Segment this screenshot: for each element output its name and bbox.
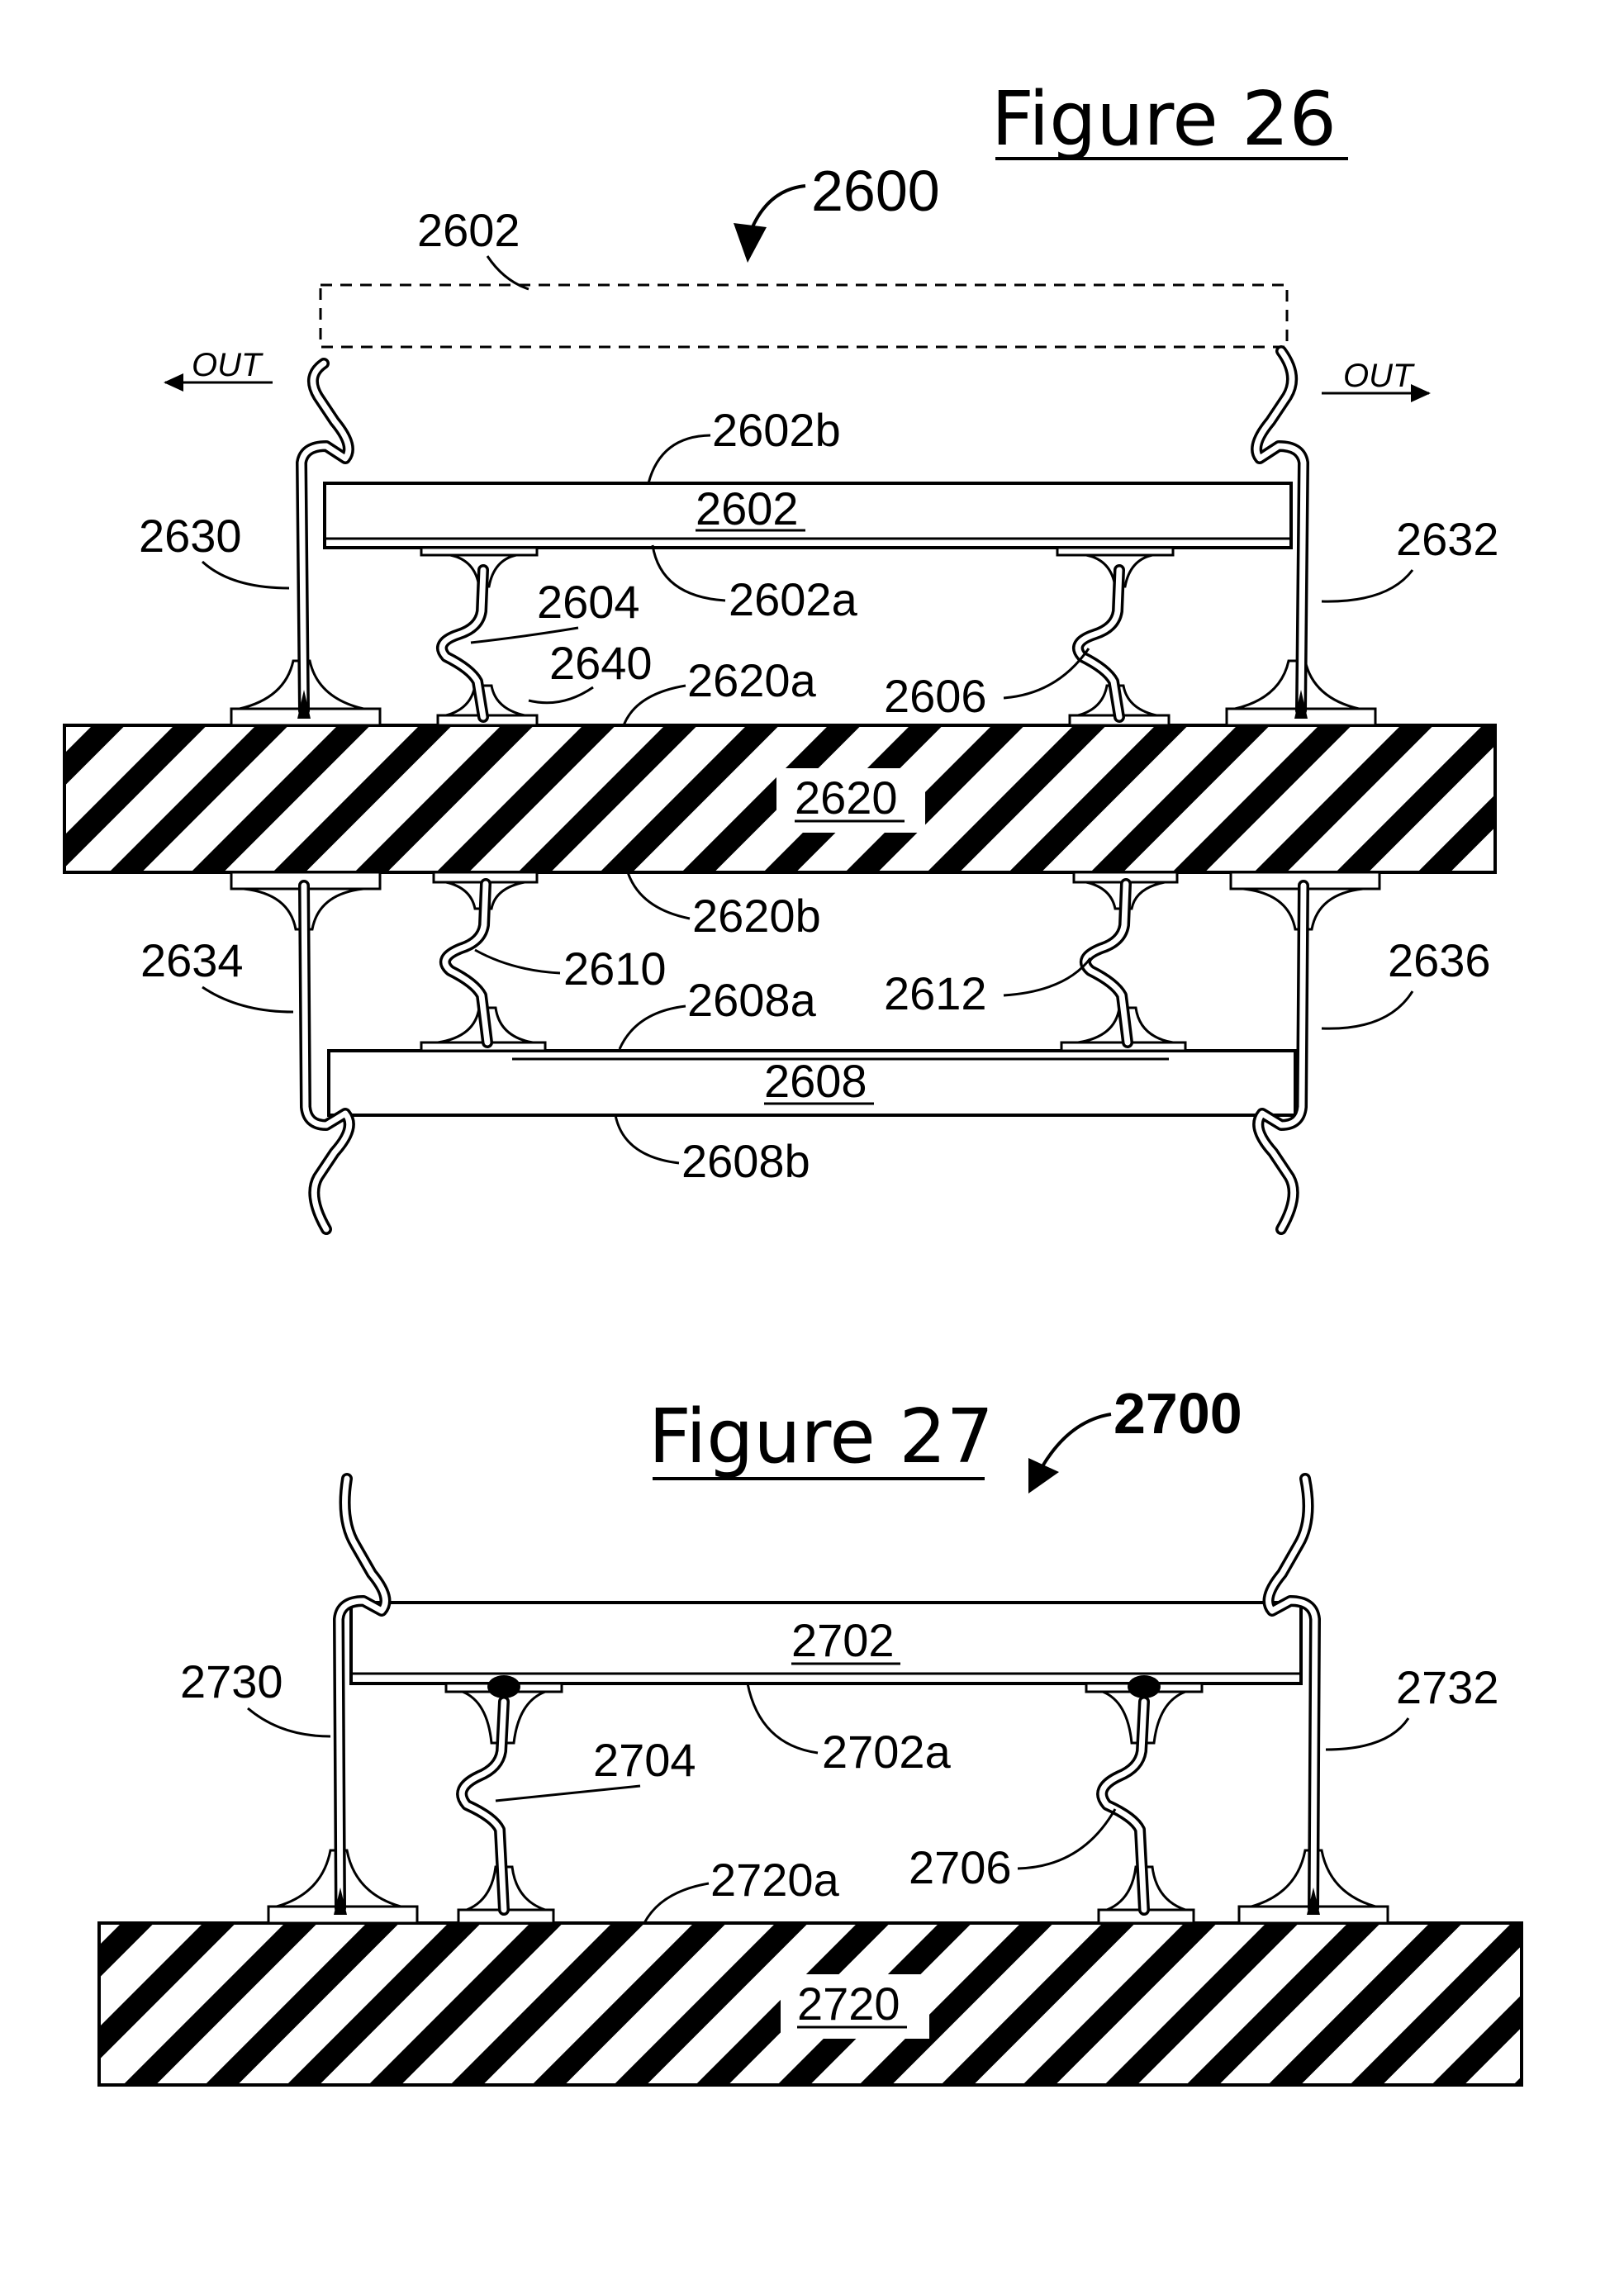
spring-contact-2704 xyxy=(444,1675,563,1925)
label-2608b: 2608b xyxy=(681,1135,810,1187)
figure-27-ref: 2700 xyxy=(1114,1381,1242,1446)
leader-2610 xyxy=(474,948,561,975)
out-arrow-right-head xyxy=(1411,384,1431,402)
outer-contact-2730 xyxy=(267,1473,419,1925)
outer-contact-2630 xyxy=(230,358,382,727)
leader-2634 xyxy=(202,985,294,1014)
leader-2606 xyxy=(1003,648,1090,700)
leader-2608a xyxy=(618,1004,686,1050)
label-2702a: 2702a xyxy=(822,1726,952,1778)
label-2608: 2608 xyxy=(764,1055,867,1107)
plate-2702 xyxy=(349,1601,1303,1685)
figure-26-ref-arrowhead xyxy=(734,223,767,263)
leader-2604 xyxy=(470,626,579,644)
label-2634: 2634 xyxy=(140,934,244,986)
label-2640: 2640 xyxy=(549,637,653,689)
plate-2602 xyxy=(323,482,1293,549)
label-2704: 2704 xyxy=(593,1734,696,1786)
leader-2636 xyxy=(1321,990,1414,1030)
spring-contact-2610 xyxy=(420,871,547,1052)
figure-26-title: Figure 26 xyxy=(991,76,1337,163)
label-2610: 2610 xyxy=(563,943,667,995)
label-2608a: 2608a xyxy=(687,974,817,1026)
figure-27-ref-arrowhead xyxy=(1028,1458,1059,1494)
out-label-right: OUT xyxy=(1343,358,1415,394)
spring-contact-2612 xyxy=(1060,871,1187,1052)
leader-2602-dashed xyxy=(486,255,529,291)
label-2632: 2632 xyxy=(1396,513,1499,565)
label-2702: 2702 xyxy=(791,1614,895,1666)
label-2602-dashed: 2602 xyxy=(417,204,520,256)
spring-contact-2606 xyxy=(1056,546,1175,727)
leader-2630 xyxy=(201,560,290,590)
label-2706: 2706 xyxy=(909,1841,1012,1893)
label-2604: 2604 xyxy=(537,576,640,628)
label-2612: 2612 xyxy=(884,967,987,1019)
label-2630: 2630 xyxy=(139,510,242,562)
leader-2602a xyxy=(651,544,726,602)
figure-27-title: Figure 27 xyxy=(648,1394,994,1480)
leader-2640 xyxy=(528,686,594,705)
label-2602b: 2602b xyxy=(712,404,841,456)
label-2606: 2606 xyxy=(884,670,987,722)
dashed-device-outline xyxy=(319,283,1289,349)
leader-2602b xyxy=(647,434,711,484)
label-2720: 2720 xyxy=(797,1978,900,2030)
label-2732: 2732 xyxy=(1396,1661,1499,1713)
leader-2720a xyxy=(643,1882,710,1924)
leader-2706 xyxy=(1017,1808,1117,1870)
label-2602a: 2602a xyxy=(729,573,858,625)
label-2636: 2636 xyxy=(1388,934,1491,986)
label-2620b: 2620b xyxy=(692,890,821,942)
outer-contact-2636 xyxy=(1229,871,1381,1235)
leader-2620b xyxy=(626,871,691,920)
figure-27: Figure 27 2700 2702 2702a 2720 2720a xyxy=(97,1381,1523,2087)
spring-contact-2706 xyxy=(1085,1675,1204,1925)
figure-27-ref-arrow xyxy=(1041,1413,1112,1468)
figure-26: Figure 26 2600 2602 OUT OUT 2602 2602b 2… xyxy=(63,76,1499,1235)
leader-2732 xyxy=(1325,1717,1410,1751)
outer-contact-2634 xyxy=(230,871,382,1235)
label-2602: 2602 xyxy=(696,482,799,534)
leader-2620a xyxy=(622,684,686,726)
figure-26-ref: 2600 xyxy=(811,159,940,223)
leader-2702a xyxy=(746,1683,819,1755)
leader-2730 xyxy=(247,1707,331,1738)
out-arrow-left-head xyxy=(164,373,183,392)
leader-2704 xyxy=(495,1784,641,1802)
leader-2608b xyxy=(614,1114,680,1165)
label-2620a: 2620a xyxy=(687,654,817,706)
leader-2632 xyxy=(1321,569,1414,603)
leader-2612 xyxy=(1003,957,1092,997)
label-2720a: 2720a xyxy=(710,1854,840,1906)
outer-contact-2632 xyxy=(1225,345,1377,727)
out-label-left: OUT xyxy=(192,347,264,383)
label-2620: 2620 xyxy=(795,772,898,824)
label-2730: 2730 xyxy=(180,1655,283,1707)
spring-contact-2604 xyxy=(420,546,539,727)
outer-contact-2732 xyxy=(1237,1473,1389,1925)
